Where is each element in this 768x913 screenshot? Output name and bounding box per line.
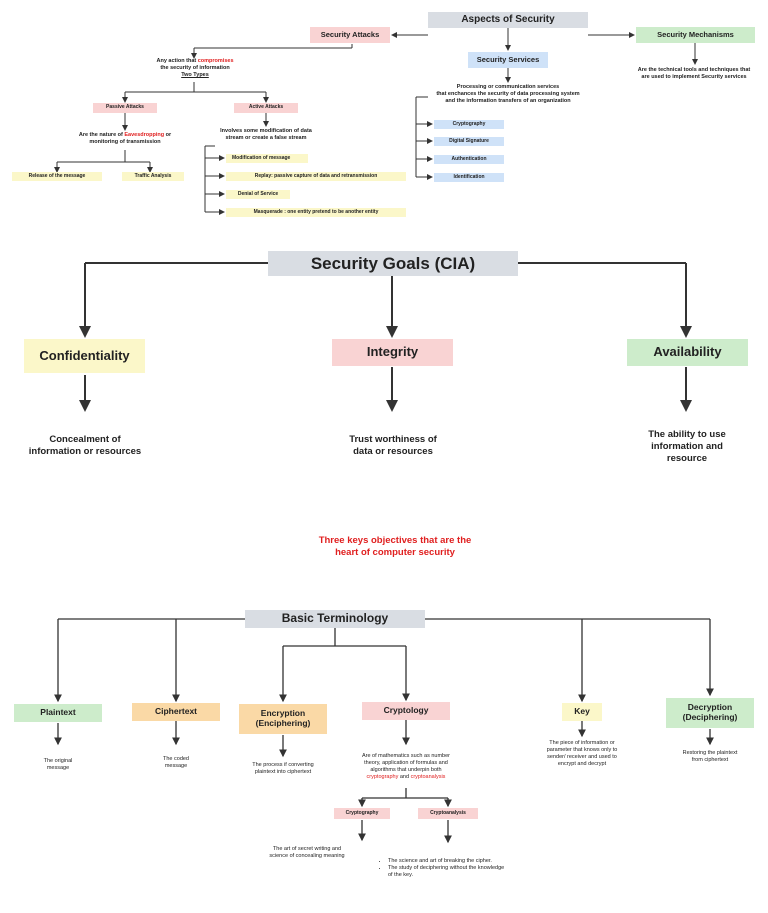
service-item-cryptography: Cryptography	[434, 120, 504, 129]
confidentiality-node: Confidentiality	[24, 339, 145, 373]
security-services-node: Security Services	[468, 52, 548, 68]
plaintext-description: The original message	[18, 758, 98, 772]
mechanisms-description: Are the technical tools and techniques t…	[620, 67, 768, 81]
attacks-description: Any action that compromises the security…	[130, 58, 260, 79]
encryption-desc-2: plaintext into ciphertext	[254, 768, 312, 775]
cryptography-desc-1: The art of secret writing and	[272, 846, 342, 852]
confidentiality-description: Concealment of information or resources	[10, 434, 160, 458]
aspects-title: Aspects of Security	[428, 12, 588, 28]
confidentiality-desc-1: Concealment of	[49, 434, 121, 445]
cryptology-desc-3: algorithms that underpin both	[370, 766, 442, 773]
cryptology-desc-1: Are of mathematics such as number	[361, 753, 451, 759]
service-item-identification: Identification	[434, 173, 504, 182]
cia-objectives-note: Three keys objectives that are the heart…	[270, 535, 520, 559]
terminology-title: Basic Terminology	[245, 610, 425, 628]
mechanisms-desc-1: Are the technical tools and techniques t…	[637, 67, 751, 73]
passive-desc-pre: Are the nature of	[78, 132, 125, 138]
decryption-node: Decryption (Deciphering)	[666, 698, 754, 728]
encryption-description: The process if converting plaintext into…	[233, 762, 333, 776]
availability-desc-2: information and	[651, 440, 723, 452]
ciphertext-node: Ciphertext	[132, 703, 220, 721]
services-description: Processing or communication services tha…	[418, 84, 598, 105]
availability-desc-1: The ability to use	[648, 429, 726, 440]
passive-item-traffic: Traffic Analysis	[122, 172, 184, 181]
integrity-desc-1: Trust worthiness of	[349, 434, 437, 445]
services-desc-1: Processing or communication services	[456, 84, 560, 90]
decryption-desc-2: from ciphertext	[691, 756, 729, 763]
active-item-masquerade: Masquerade : one entity pretend to be an…	[226, 208, 406, 217]
integrity-description: Trust worthiness of data or resources	[318, 434, 468, 458]
encryption-desc-1: The process if converting	[252, 762, 314, 768]
key-desc-1: The piece of information or	[549, 740, 615, 746]
cryptology-desc-red-1: cryptography	[366, 773, 399, 780]
cryptology-desc-and: and	[398, 773, 411, 780]
active-desc-2: stream or create a false stream	[225, 134, 307, 141]
attacks-desc-pre: Any action that	[156, 58, 198, 64]
cryptoanalysis-bullet: The study of deciphering without the kno…	[388, 865, 508, 879]
cryptology-desc-2: theory, application of formulas and	[364, 759, 448, 766]
availability-desc-3: resource	[666, 452, 708, 464]
encryption-label-2: (Enciphering)	[255, 718, 311, 728]
ciphertext-desc-1: The coded	[163, 756, 189, 762]
mechanisms-desc-2: are used to implement Security services	[641, 73, 747, 80]
cryptography-description: The art of secret writing and science of…	[252, 846, 362, 860]
cia-title: Security Goals (CIA)	[268, 251, 518, 276]
security-mechanisms-node: Security Mechanisms	[636, 27, 755, 43]
cryptology-description: Are of mathematics such as number theory…	[346, 753, 466, 781]
key-desc-2: parameter that knows only to	[546, 746, 618, 753]
integrity-desc-2: data or resources	[353, 445, 433, 457]
attacks-desc-red: compromises	[197, 58, 234, 64]
confidentiality-desc-2: information or resources	[28, 445, 142, 457]
decryption-label-2: (Deciphering)	[682, 712, 738, 722]
objectives-line-1: Three keys objectives that are the	[318, 535, 472, 546]
cryptography-node: Cryptography	[334, 808, 390, 819]
plaintext-desc-1: The original	[43, 758, 73, 764]
objectives-line-2: heart of computer security	[335, 546, 455, 558]
two-types-label: Two Types	[181, 71, 209, 78]
cryptography-desc-2: science of concealing meaning	[269, 852, 345, 859]
encryption-node: Encryption (Enciphering)	[239, 704, 327, 734]
cryptoanalysis-bullets: The science and art of breaking the ciph…	[380, 858, 508, 879]
integrity-node: Integrity	[332, 339, 453, 366]
passive-description: Are the nature of Eavesdropping or monit…	[62, 132, 188, 146]
attacks-desc-post: the security of information	[160, 64, 230, 71]
decryption-desc-1: Restoring the plaintext	[682, 750, 738, 756]
key-node: Key	[562, 703, 602, 721]
passive-desc-post2: monitoring of transmission	[89, 138, 161, 145]
decryption-label-1: Decryption	[687, 702, 733, 713]
passive-item-release: Release of the message	[12, 172, 102, 181]
decryption-description: Restoring the plaintext from ciphertext	[662, 750, 758, 764]
passive-desc-post1: or	[164, 132, 172, 138]
availability-description: The ability to use information and resou…	[612, 429, 762, 465]
key-desc-3: sender/ receiver and used to	[547, 753, 617, 760]
service-item-digital-signature: Digital Signature	[434, 137, 504, 146]
active-item-dos: Denial of Service	[226, 190, 290, 199]
passive-desc-red: Eavesdropping	[124, 132, 165, 138]
cryptoanalysis-node: Cryptoanalysis	[418, 808, 478, 819]
cryptology-desc-red-2: cryptoanalysis	[410, 773, 446, 780]
services-desc-2: that enchances the security of data proc…	[436, 90, 580, 97]
active-item-modification: Modification of message	[226, 154, 308, 163]
passive-attacks-node: Passive Attacks	[93, 103, 157, 113]
active-attacks-node: Active Attacks	[234, 103, 298, 113]
security-attacks-node: Security Attacks	[310, 27, 390, 43]
cryptoanalysis-bullet: The science and art of breaking the ciph…	[388, 858, 508, 865]
availability-node: Availability	[627, 339, 748, 366]
service-item-authentication: Authentication	[434, 155, 504, 164]
active-description: Involves some modification of data strea…	[210, 128, 322, 142]
key-description: The piece of information or parameter th…	[528, 740, 636, 768]
ciphertext-desc-2: message	[164, 762, 188, 769]
cryptology-node: Cryptology	[362, 702, 450, 720]
key-desc-4: encrypt and decrypt	[557, 760, 607, 767]
services-desc-3: and the information transfers of an orga…	[445, 97, 571, 104]
plaintext-node: Plaintext	[14, 704, 102, 722]
plaintext-desc-2: message	[46, 764, 70, 771]
active-item-replay: Replay: passive capture of data and retr…	[226, 172, 406, 181]
ciphertext-description: The coded message	[136, 756, 216, 770]
active-desc-1: Involves some modification of data	[220, 128, 312, 134]
encryption-label-1: Encryption	[260, 708, 306, 719]
